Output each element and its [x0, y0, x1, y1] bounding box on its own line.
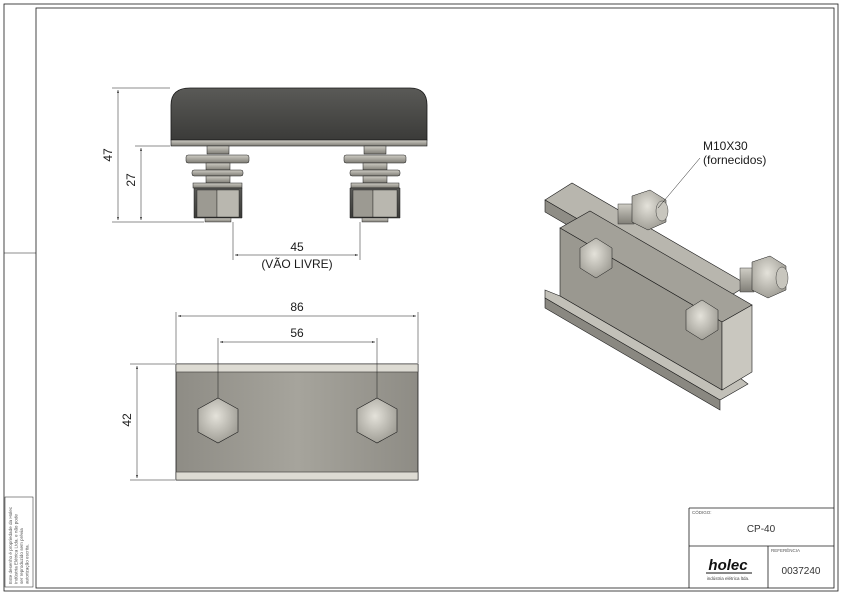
dim-86-label: 86 — [290, 300, 304, 314]
right-bolt-assembly — [343, 145, 407, 223]
dim-47-label: 47 — [101, 148, 115, 162]
codigo-label: CÓDIGO: — [692, 509, 712, 515]
top-view: 86 56 42 — [120, 300, 419, 481]
callout-line1: M10X30 — [703, 139, 748, 153]
dimension-height-total: 47 — [101, 87, 204, 223]
iso-bolt-head-right — [685, 299, 719, 341]
left-bolt-assembly — [185, 145, 250, 223]
side-note-line1: Este desenho é propriedade da Holec — [8, 506, 13, 584]
dim-27-label: 27 — [124, 173, 138, 187]
dimension-height-inner: 27 — [124, 145, 170, 220]
dimension-gap: 45 (VÃO LIVRE) — [232, 222, 361, 271]
codigo-value: CP-40 — [747, 524, 776, 535]
front-view: 47 27 45 (VÃO LIVRE) — [101, 87, 428, 271]
side-note-line3: ser reproduzido sem prévia — [19, 528, 24, 584]
title-block: CÓDIGO: CP-40 REFERÊNCIA 0037240 holec i… — [688, 507, 834, 588]
logo-text: holec — [708, 557, 748, 574]
callout-leader — [657, 157, 701, 209]
dim-45-label: 45 — [290, 240, 304, 254]
inner-border — [35, 7, 835, 589]
top-view-bolt-left — [197, 397, 239, 444]
dimension-bolt-spacing: 56 — [217, 326, 378, 398]
callout-line2: (fornecidos) — [703, 153, 766, 167]
side-note: Este desenho é propriedade da Holec Indú… — [4, 496, 34, 588]
iso-nut-right — [739, 255, 789, 299]
top-view-bolt-right — [356, 397, 398, 444]
dim-42-label: 42 — [120, 413, 134, 427]
referencia-label: REFERÊNCIA — [771, 546, 800, 553]
outer-border — [3, 3, 839, 592]
holec-logo: holec indústria elétrica ltda. — [706, 557, 752, 581]
dimension-depth: 42 — [120, 363, 175, 481]
side-note-line2: Indústria Elétrica Ltda. e não pode — [14, 514, 19, 584]
rubber-pad — [170, 87, 428, 141]
isometric-view: M10X30 (fornecidos) — [544, 139, 789, 411]
dim-45-note: (VÃO LIVRE) — [261, 257, 332, 271]
referencia-value: 0037240 — [782, 566, 821, 577]
iso-bolt-head-left — [579, 237, 613, 279]
side-note-line4: autorização escrita. — [25, 544, 30, 584]
logo-subtitle: indústria elétrica ltda. — [707, 576, 750, 581]
iso-nut-left — [617, 189, 669, 231]
clamp-plate — [170, 139, 428, 147]
dim-56-label: 56 — [290, 326, 304, 340]
dimension-width-total: 86 — [175, 300, 419, 363]
